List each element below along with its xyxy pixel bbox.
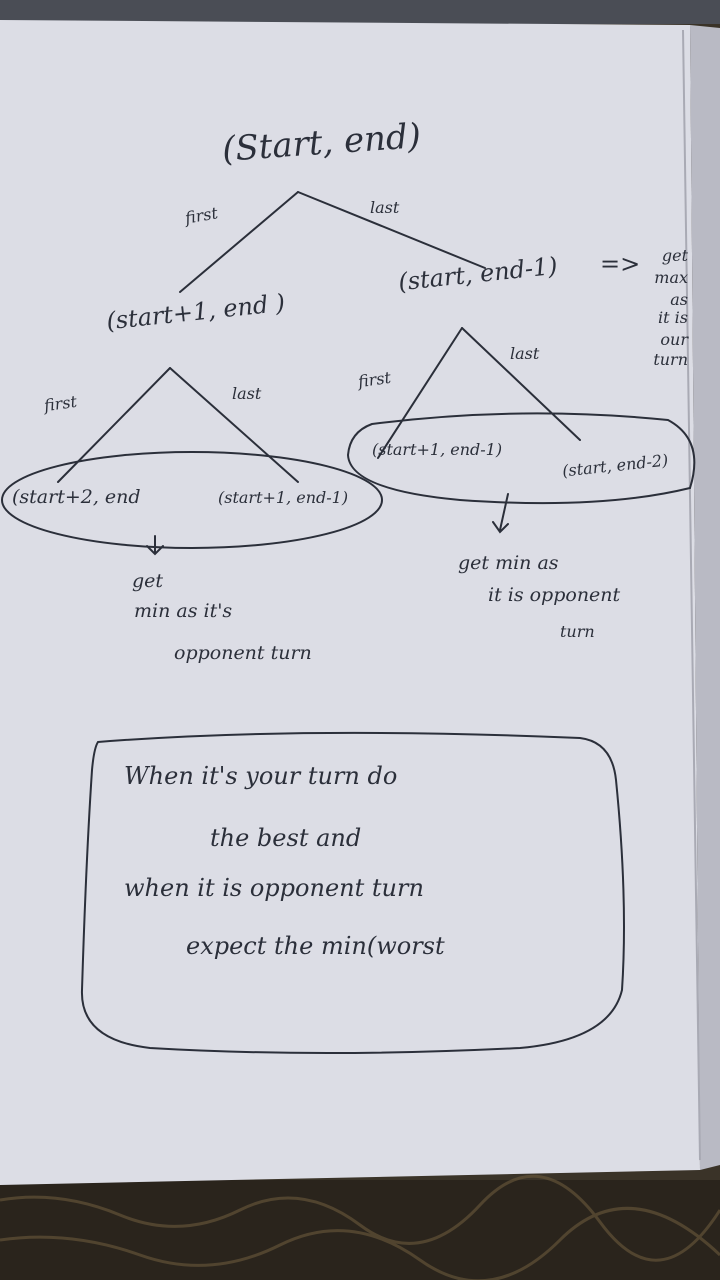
- edge-right-right: [461, 327, 581, 441]
- left-left-edge-label: first: [42, 391, 79, 416]
- left-note-line-2: min as it's: [134, 600, 233, 622]
- root-right-edge-label: last: [370, 198, 400, 217]
- right-bottom-note-line-1: get min as: [458, 552, 559, 574]
- right-note-line: turn: [653, 350, 688, 369]
- left-right-node: (start+1, end-1): [218, 488, 349, 507]
- edge-root-right: [297, 191, 486, 269]
- left-left-node: (start+2, end: [12, 486, 141, 508]
- right-node-arrow: =>: [600, 250, 641, 278]
- left-right-edge-label: last: [232, 384, 262, 403]
- right-bottom-note-line-3: turn: [560, 622, 595, 641]
- ellipse-left-children: [1, 451, 383, 549]
- arrow-right-down: [492, 493, 509, 534]
- summary-line-3: when it is opponent turn: [124, 874, 424, 902]
- right-note-line: our: [660, 330, 688, 349]
- arrow-left-down: [146, 535, 164, 556]
- right-note-line: get: [661, 246, 688, 265]
- summary-line-4: expect the min(worst: [186, 932, 445, 960]
- edge-root-left: [179, 191, 299, 293]
- right-left-node: (start+1, end-1): [372, 440, 503, 459]
- right-node-note: get max as it is our turn: [608, 248, 688, 368]
- summary-box: [80, 731, 625, 1054]
- ellipse-right-children: [346, 412, 696, 505]
- right-note-line: it is: [658, 308, 688, 327]
- summary-line-1: When it's your turn do: [124, 762, 398, 790]
- left-note-line-1: get: [132, 570, 164, 592]
- notebook-page: [0, 20, 700, 1185]
- summary-line-2: the best and: [210, 824, 362, 852]
- edge-left-left: [57, 367, 171, 483]
- edge-left-right: [169, 367, 299, 483]
- right-bottom-note-line-2: it is opponent: [488, 584, 621, 606]
- edge-right-left: [377, 327, 463, 459]
- left-note-line-3: opponent turn: [174, 642, 312, 664]
- page-edge-right: [690, 25, 720, 1170]
- right-note-line: as: [670, 290, 688, 309]
- right-left-edge-label: first: [356, 367, 393, 392]
- right-note-line: max: [654, 268, 688, 287]
- right-right-edge-label: last: [510, 344, 540, 363]
